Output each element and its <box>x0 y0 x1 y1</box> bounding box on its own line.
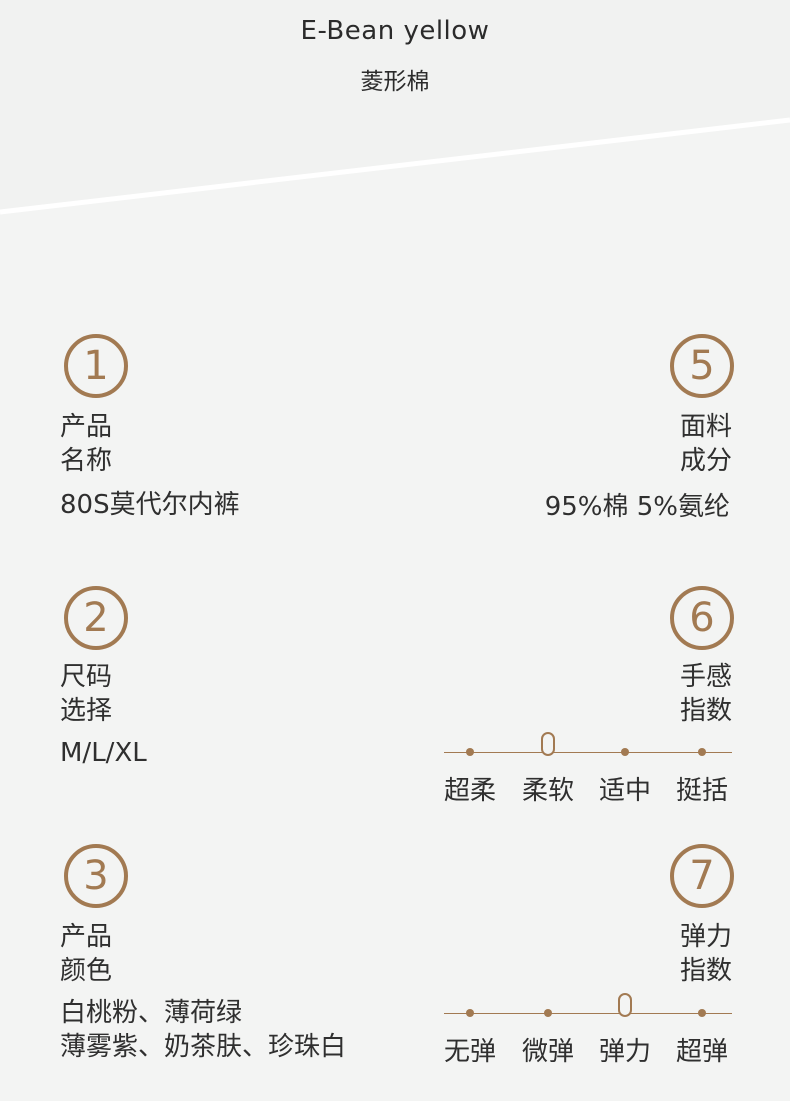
scale-line <box>444 752 732 753</box>
scale-selected-marker <box>618 993 632 1017</box>
scale-label: 超弹 <box>675 1037 728 1067</box>
item-2-label: 尺码 选择 <box>60 660 112 728</box>
item-3-label: 产品 颜色 <box>60 920 112 988</box>
item-1-value: 80S莫代尔内裤 <box>60 490 240 520</box>
item-7-number-badge: 7 <box>670 844 734 908</box>
item-6-number-badge: 6 <box>670 586 734 650</box>
item-5-label: 面料 成分 <box>680 410 732 478</box>
item-3-label-line1: 产品 <box>60 922 113 952</box>
item-6-label: 手感 指数 <box>680 660 732 728</box>
item-3-value-line2: 薄雾紫、奶茶肤、珍珠白 <box>60 1032 347 1062</box>
item-5-label-line2: 成分 <box>679 446 732 476</box>
scale-label: 适中 <box>598 776 651 806</box>
scale-label: 无弹 <box>443 1037 496 1067</box>
item-6-label-line1: 手感 <box>679 662 732 692</box>
scale-dot <box>466 1009 474 1017</box>
scale-dot <box>621 748 629 756</box>
item-7-label-line1: 弹力 <box>679 922 732 952</box>
scale-dot <box>466 748 474 756</box>
item-7-label: 弹力 指数 <box>680 920 732 988</box>
elasticity-scale: 无弹微弹弹力超弹 <box>444 993 732 1073</box>
product-title-cn: 菱形棉 <box>360 69 430 95</box>
item-3-label-line2: 颜色 <box>60 956 113 986</box>
scale-dot <box>698 1009 706 1017</box>
item-2-label-line1: 尺码 <box>60 662 113 692</box>
item-5-number-badge: 5 <box>670 334 734 398</box>
product-title-en: E-Bean yellow <box>300 16 490 46</box>
item-6-label-line2: 指数 <box>679 696 732 726</box>
scale-label: 弹力 <box>598 1037 651 1067</box>
item-3-value-line1: 白桃粉、薄荷绿 <box>60 998 243 1028</box>
item-1-label: 产品 名称 <box>60 410 112 478</box>
item-3-value: 白桃粉、薄荷绿 薄雾紫、奶茶肤、珍珠白 <box>60 996 346 1064</box>
item-1-number-badge: 1 <box>64 334 128 398</box>
softness-scale: 超柔柔软适中挺括 <box>444 732 732 812</box>
item-2-value: M/L/XL <box>60 738 147 768</box>
scale-label: 挺括 <box>675 776 728 806</box>
scale-label: 微弹 <box>521 1037 574 1067</box>
item-7-label-line2: 指数 <box>679 956 732 986</box>
item-3-number-badge: 3 <box>64 844 128 908</box>
item-1-label-line1: 产品 <box>60 412 113 442</box>
item-1-label-line2: 名称 <box>60 446 113 476</box>
item-5-label-line1: 面料 <box>679 412 732 442</box>
diagonal-divider <box>0 117 790 230</box>
item-5-value: 95%棉 5%氨纶 <box>544 492 730 522</box>
item-2-number-badge: 2 <box>64 586 128 650</box>
scale-selected-marker <box>541 732 555 756</box>
scale-line <box>444 1013 732 1014</box>
scale-dot <box>698 748 706 756</box>
item-2-label-line2: 选择 <box>60 696 113 726</box>
scale-label: 柔软 <box>521 776 574 806</box>
scale-label: 超柔 <box>443 776 496 806</box>
scale-dot <box>544 1009 552 1017</box>
